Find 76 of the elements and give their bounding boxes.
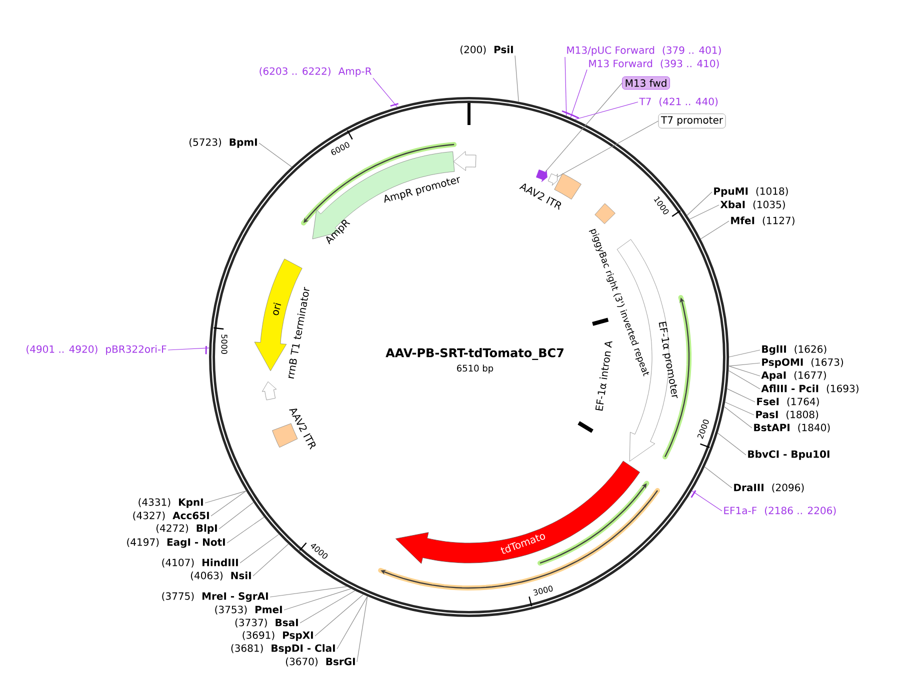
leader-line bbox=[700, 220, 730, 240]
leader-line bbox=[726, 388, 756, 402]
leader-line bbox=[689, 204, 720, 220]
leader-line bbox=[728, 350, 760, 358]
enzyme-site-label: DraIII (2096) bbox=[734, 484, 804, 492]
scale-tick: 3000 bbox=[528, 586, 553, 606]
enzyme-site-label: PspOMI (1673) bbox=[762, 358, 844, 368]
primer-label: (4901 .. 4920) pBR322ori-F bbox=[26, 345, 166, 355]
leader-line bbox=[545, 82, 622, 172]
enzyme-site-label: (4107) HindIII bbox=[162, 558, 238, 568]
enzyme-site-label: (4197) EagI - NotI bbox=[127, 538, 225, 548]
enzyme-site-label: (3681) BspDI - ClaI bbox=[231, 644, 335, 654]
enzyme-site-label: (5723) BpmI bbox=[190, 138, 257, 148]
feature-label-box: M13 fwd bbox=[622, 76, 670, 90]
enzyme-site-label: (3753) PmeI bbox=[215, 606, 282, 614]
leader-line bbox=[300, 590, 356, 624]
enzyme-site-label: PpuMI (1018) bbox=[714, 187, 788, 197]
leader-line bbox=[218, 502, 254, 530]
enzyme-site-label: (4327) Acc65I bbox=[133, 512, 209, 520]
enzyme-site-label: XbaI (1035) bbox=[720, 200, 785, 210]
feature-mark bbox=[536, 170, 548, 182]
leader-line bbox=[728, 362, 760, 366]
primer-label: EF1a-F (2186 .. 2206) bbox=[724, 506, 836, 516]
leader-line bbox=[284, 588, 352, 610]
scale-tick: 6000 bbox=[331, 130, 353, 156]
enzyme-site-label: (3775) MreI - SgrAI bbox=[162, 592, 268, 602]
leader-line bbox=[728, 370, 760, 390]
leader-line bbox=[574, 102, 638, 120]
enzyme-site-label: BglII (1626) bbox=[762, 345, 826, 355]
enzyme-site-label: (4063) NsiI bbox=[190, 572, 251, 580]
primer-label: M13 Forward (393 .. 410) bbox=[589, 60, 719, 68]
leader-line bbox=[514, 55, 519, 102]
leader-line bbox=[270, 586, 348, 598]
leader-line bbox=[564, 56, 567, 116]
scale-tick: 5000 bbox=[214, 327, 228, 354]
enzyme-site-label: BbvCI - Bpu10I bbox=[748, 450, 830, 460]
leader-line bbox=[314, 594, 364, 636]
leader-line bbox=[570, 69, 588, 118]
primer-label: T7 (421 .. 440) bbox=[639, 98, 718, 106]
enzyme-site-label: (4272) BlpI bbox=[156, 524, 217, 534]
feature-mark bbox=[548, 174, 558, 186]
leader-line bbox=[204, 490, 246, 504]
leader-line bbox=[724, 402, 754, 416]
enzyme-site-label: (3737) BsaI bbox=[235, 618, 298, 628]
primer-label: (6203 .. 6222) Amp-R bbox=[260, 67, 372, 77]
leader-line bbox=[728, 366, 760, 376]
leader-line bbox=[252, 544, 289, 576]
enzyme-site-label: (200) PsiI bbox=[460, 46, 513, 54]
leader-line bbox=[724, 406, 752, 428]
leader-line bbox=[717, 432, 746, 456]
enzyme-site-label: BstAPI (1840) bbox=[754, 424, 830, 432]
enzyme-site-label: MfeI (1127) bbox=[731, 216, 794, 226]
primer-label: M13/pUC Forward (379 .. 401) bbox=[567, 46, 721, 56]
sequence-length: 6510 bp bbox=[457, 364, 494, 374]
leader-line bbox=[168, 348, 210, 350]
enzyme-site-label: (4331) KpnI bbox=[138, 498, 203, 508]
leader-line bbox=[240, 534, 280, 564]
leader-line bbox=[704, 466, 732, 488]
leader-line bbox=[692, 490, 722, 512]
enzyme-site-label: FseI (1764) bbox=[757, 398, 819, 406]
enzyme-site-label: (3691) PspXI bbox=[242, 631, 313, 641]
leader-line bbox=[336, 596, 368, 650]
leader-line bbox=[258, 142, 292, 168]
enzyme-site-label: PasI (1808) bbox=[756, 410, 818, 420]
leader-line bbox=[686, 192, 712, 216]
plasmid-name: AAV-PB-SRT-tdTomato_BC7 bbox=[386, 348, 564, 360]
leader-line bbox=[226, 516, 264, 544]
leader-line bbox=[210, 490, 246, 516]
enzyme-site-label: AflIII - PciI (1693) bbox=[761, 384, 858, 394]
leader-line bbox=[556, 120, 659, 178]
enzyme-site-label: ApaI (1677) bbox=[761, 371, 826, 381]
leader-line bbox=[356, 596, 368, 662]
scale-tick: 2000 bbox=[697, 420, 710, 448]
leader-line bbox=[372, 78, 398, 108]
feature-label-box: T7 promoter bbox=[658, 114, 726, 128]
enzyme-site-label: (3670) BsrGI bbox=[286, 658, 355, 666]
